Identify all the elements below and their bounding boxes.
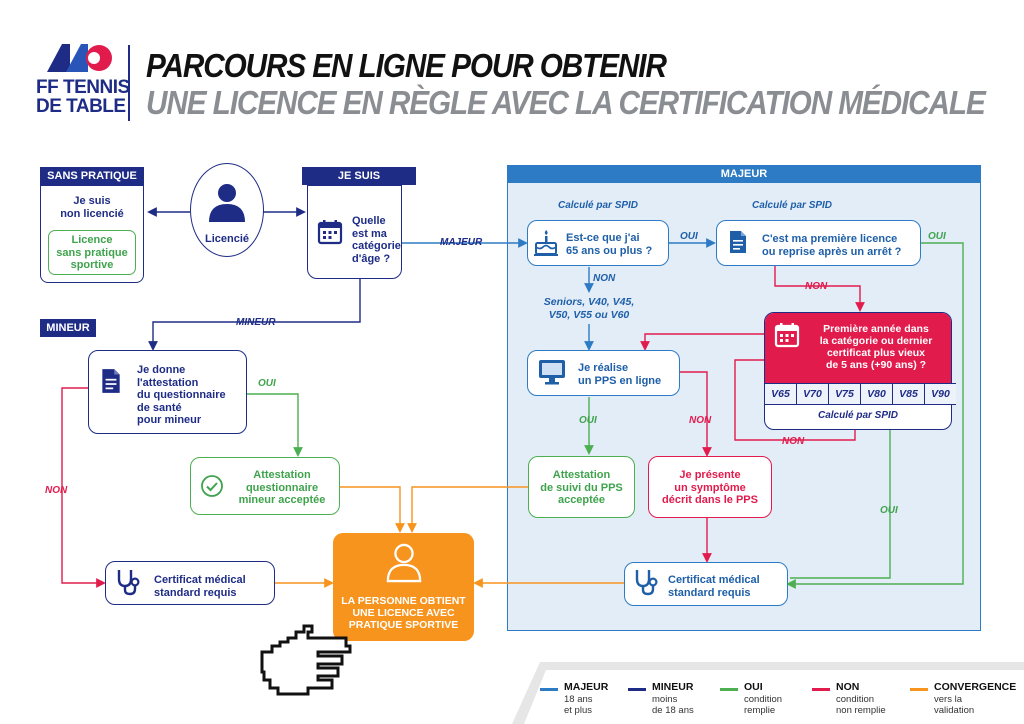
user-icon <box>209 184 245 222</box>
edge-label-non-premiere: NON <box>805 281 828 292</box>
je-suis-pratiquant-tag: JE SUIS PRATIQUANT <box>302 167 416 200</box>
age-cat: V85 <box>893 384 925 404</box>
certificat-mineur-box <box>105 561 275 605</box>
premiere-annee-header <box>765 313 951 384</box>
mineur-tag: MINEUR <box>40 319 96 337</box>
birthday-cake-icon <box>534 230 558 256</box>
legend-swatch-mineur <box>628 688 646 691</box>
calcule-spid-label-1: Calculé par SPID <box>558 200 639 211</box>
licencie-label: Licencié <box>204 233 250 245</box>
edge-label-non-annee: NON <box>782 436 805 447</box>
age-cat: V70 <box>797 384 829 404</box>
seniors-categories-label: Seniors, V40, V45,V50, V55 ou V60 <box>543 296 635 321</box>
edge-label-mineur: MINEUR <box>236 317 276 328</box>
age-cat: V65 <box>765 384 797 404</box>
age-categories-row: V65 V70 V75 V80 V85 V90 <box>765 383 956 405</box>
calendar-icon-white <box>774 323 800 348</box>
user-icon-white <box>386 543 422 583</box>
premiere-licence-box <box>716 220 921 266</box>
pointing-hand-icon <box>260 624 352 696</box>
age-cat: V80 <box>861 384 893 404</box>
logo-line1: FF TENNIS <box>36 77 130 98</box>
licence-sans-pratique-box <box>48 230 136 275</box>
edge-label-oui-age65: OUI <box>680 231 698 242</box>
page-title-line2: UNE LICENCE EN RÈGLE AVEC LA CERTIFICATI… <box>146 84 986 121</box>
legend-swatch-majeur <box>540 688 558 691</box>
header-divider <box>128 45 130 121</box>
licence-obtenue-box <box>333 533 474 641</box>
calendar-icon <box>317 220 343 245</box>
page-title-line1: PARCOURS EN LIGNE POUR OBTENIR <box>146 47 667 84</box>
majeur-section-tag: MAJEUR <box>507 165 981 183</box>
check-circle-icon <box>201 475 223 497</box>
legend-swatch-oui <box>720 688 738 691</box>
stethoscope-icon-navy <box>117 570 140 596</box>
legend-inner <box>524 670 1024 724</box>
edge-label-non-age65: NON <box>593 273 616 284</box>
premiere-annee-box <box>764 312 952 430</box>
document-icon <box>730 231 746 253</box>
attestation-pps-box <box>528 456 635 518</box>
edge-label-non-pps: NON <box>689 415 712 426</box>
document-icon-navy <box>102 369 120 393</box>
sans-pratique-tag: SANS PRATIQUE <box>40 167 144 185</box>
calcule-spid-label-3: Calculé par SPID <box>817 410 899 421</box>
age-cat: V90 <box>925 384 956 404</box>
monitor-icon <box>539 360 565 385</box>
edge-label-oui-pps: OUI <box>579 415 597 426</box>
edge-label-oui-mineur: OUI <box>258 378 276 389</box>
categorie-age-box <box>307 185 402 279</box>
legend-swatch-non <box>812 688 830 691</box>
stethoscope-icon <box>635 570 658 596</box>
edge-label-non-mineur: NON <box>45 485 68 496</box>
calcule-spid-label-2: Calculé par SPID <box>752 200 833 211</box>
ffft-logo-icon <box>47 44 112 72</box>
edge-label-oui-premiere: OUI <box>928 231 946 242</box>
edge-label-oui-annee: OUI <box>880 505 898 516</box>
legend-swatch-convergence <box>910 688 928 691</box>
age-cat: V75 <box>829 384 861 404</box>
symptome-box <box>648 456 772 518</box>
logo-line2: DE TABLE <box>36 96 126 117</box>
edge-label-majeur: MAJEUR <box>440 237 483 248</box>
